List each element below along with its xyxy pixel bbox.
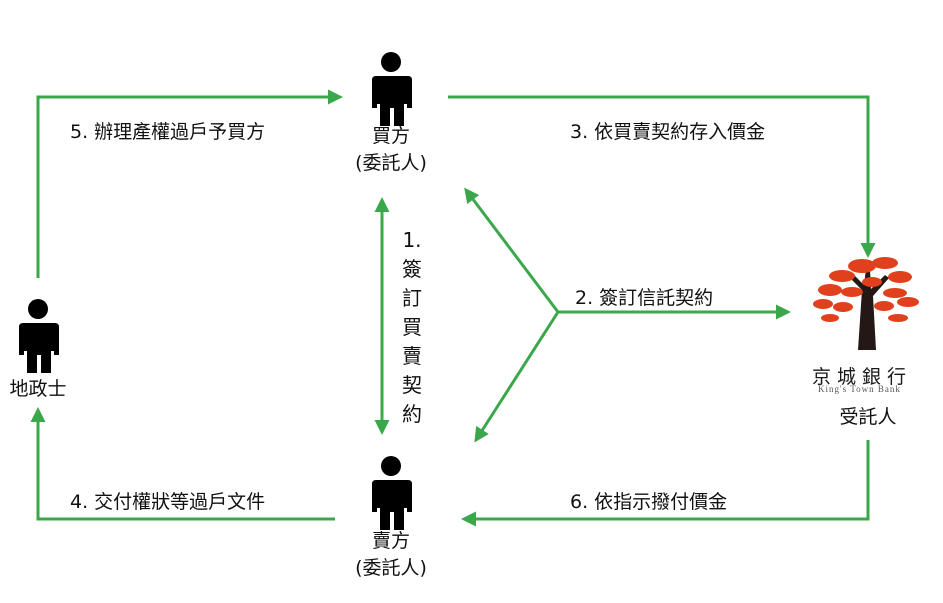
step-1-char: 訂 <box>402 286 422 310</box>
scrivener-label: 地政士 <box>9 378 67 400</box>
arrow-deposit-payment <box>448 95 876 258</box>
trustee-label: 受託人 <box>839 406 897 428</box>
bank-name: 京城銀行 <box>812 366 913 388</box>
step-4-label: 4. 交付權狀等過戶文件 <box>70 491 266 513</box>
step-1-char: 買 <box>402 315 422 339</box>
step-2-label: 2. 簽訂信託契約 <box>575 287 714 309</box>
buyer-role-label: (委託人) <box>355 152 427 174</box>
step-1-char: 簽 <box>402 257 422 281</box>
buyer-person-icon <box>372 52 412 126</box>
step-1-number: 1. <box>402 228 422 252</box>
seller-person-icon <box>372 456 412 530</box>
scrivener-person-icon <box>19 299 59 373</box>
bank-english-name: King's Town Bank <box>818 384 901 394</box>
step-1-char: 約 <box>402 402 422 426</box>
arrow-trust-to-buyer <box>464 187 560 313</box>
seller-role-label: (委託人) <box>355 557 427 579</box>
arrow-release-payment <box>461 440 870 527</box>
arrow-trust-to-seller <box>474 311 560 443</box>
arrow-deliver-documents <box>30 407 335 521</box>
step-3-label: 3. 依買賣契約存入價金 <box>570 121 766 143</box>
step-6-label: 6. 依指示撥付價金 <box>570 491 728 513</box>
bank-tree-logo-icon <box>813 257 919 350</box>
step-1-label: 1. 簽 訂 買 賣 契 約 <box>400 226 424 429</box>
arrow-transfer-ownership <box>36 89 343 278</box>
seller-label: 賣方 <box>371 530 410 552</box>
step-1-char: 賣 <box>402 344 422 368</box>
step-1-char: 契 <box>402 373 422 397</box>
buyer-label: 買方 <box>371 125 410 147</box>
step-5-label: 5. 辦理產權過戶予買方 <box>70 121 266 143</box>
